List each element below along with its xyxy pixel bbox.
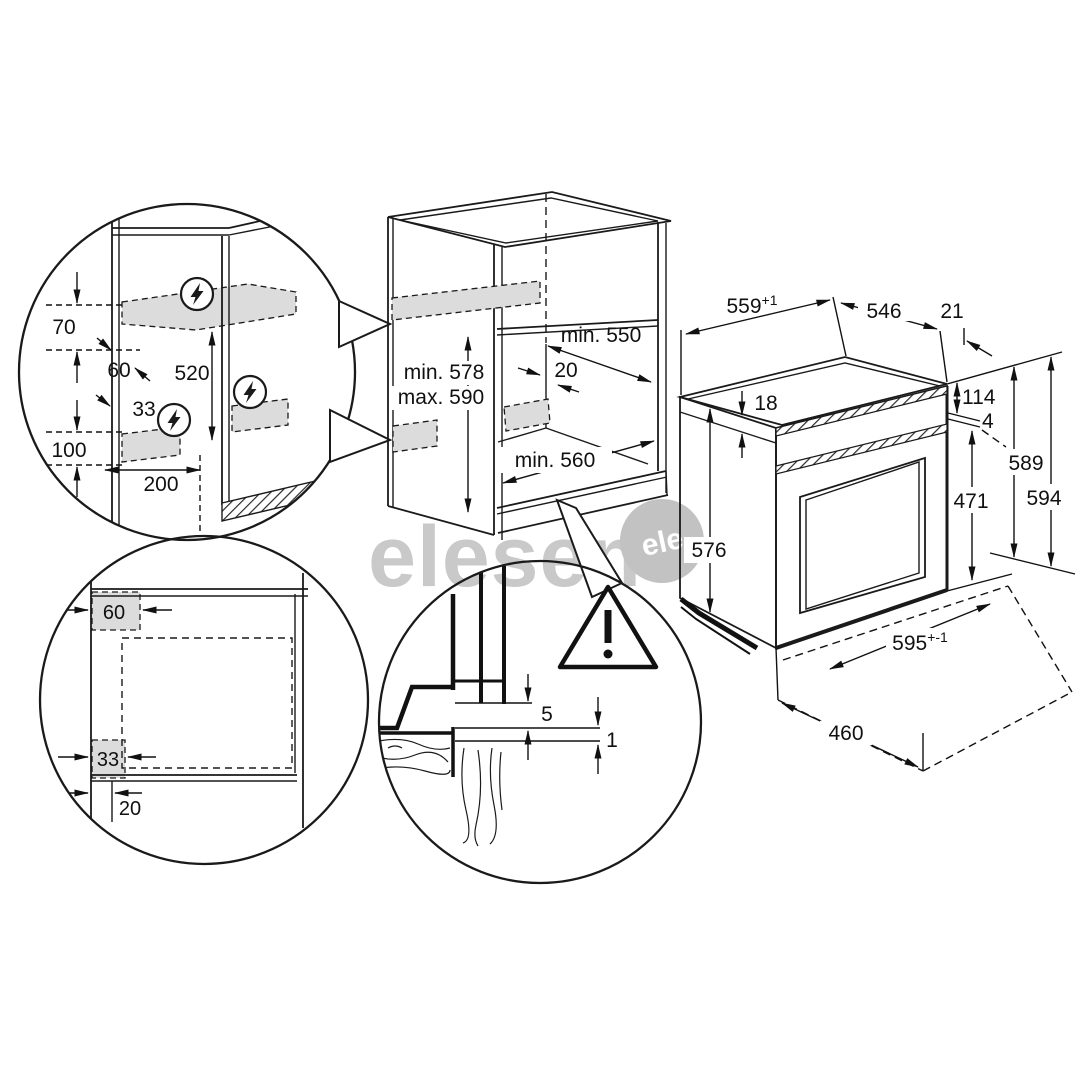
dim-max590-label: max. 590: [398, 386, 484, 409]
dim-595-label: 595+-1: [892, 629, 948, 655]
lightning-icon: [232, 374, 268, 410]
dim-21-label: 21: [940, 300, 963, 323]
detail-circle-corner-outline: [38, 534, 370, 866]
cabinet-zone-upper: [391, 280, 541, 321]
dim-60-label: 60: [107, 359, 130, 382]
dimension-595: 595+-1: [829, 603, 991, 670]
oven-trim-strip-panel: [775, 423, 948, 475]
dim-576-label: 576: [691, 539, 726, 562]
dimension-100: 100: [51, 400, 87, 497]
dimension-70: 70: [52, 272, 81, 383]
corner-dashed-outline: [121, 637, 293, 769]
dim-33-label: 33: [132, 398, 155, 421]
worktop-section-hatch: [221, 478, 325, 522]
dim-559-label: 559+1: [726, 292, 777, 318]
dim-589-label: 589: [1008, 452, 1043, 475]
dimension-4: 4: [982, 410, 994, 433]
dim-594-label: 594: [1026, 487, 1061, 510]
warning-triangle-icon: [557, 584, 659, 670]
oven-drawing: 559+1 546 21 18 576: [676, 292, 1076, 772]
lightning-icon: [179, 276, 215, 312]
wood-grain: [379, 738, 503, 847]
dim-gap-1-label: 1: [606, 729, 618, 752]
dim-corner-33-label: 33: [97, 749, 119, 771]
detail-circle-corner: 60 33 20: [38, 534, 370, 866]
dim-corner-60-label: 60: [103, 602, 125, 624]
cabinet-zone-inner: [503, 398, 551, 432]
dimension-niche-height: min. 578 max. 590: [390, 336, 492, 513]
dimension-60: 60: [96, 337, 151, 382]
detail-circle-electrical: 70 60 520 33 100: [17, 202, 393, 542]
floor-projection: [775, 429, 1073, 772]
dimension-gap-1: 1: [594, 697, 618, 774]
dimension-576: 576: [684, 408, 734, 613]
dimension-200: 200: [104, 466, 201, 496]
mounting-bracket: [379, 566, 506, 777]
dimension-corner-33: 33: [58, 749, 156, 771]
dimension-520: 520: [168, 331, 218, 441]
dim-gap-5-label: 5: [541, 703, 553, 726]
dimension-18: 18: [738, 391, 778, 458]
dim-100-label: 100: [51, 439, 86, 462]
dimension-594: 594: [1021, 356, 1067, 567]
detail-circle-gap-outline: [377, 559, 703, 885]
cabinet-drawing: min. 550 20 min. 578 max. 590 min. 560: [387, 191, 672, 599]
electrical-zone-lower: [121, 426, 181, 463]
dimension-min560: min. 560: [498, 440, 655, 484]
dim-471-label: 471: [953, 490, 988, 513]
dim-min550-label: min. 550: [561, 324, 642, 347]
cabinet-zone-lower: [392, 419, 438, 453]
watermark-badge: ele: [620, 499, 704, 583]
dim-200-label: 200: [143, 473, 178, 496]
cabinet-top-face: [387, 191, 672, 248]
dim-min578-label: min. 578: [404, 361, 485, 384]
corner-zone-60: [91, 591, 141, 631]
dim-70-label: 70: [52, 316, 75, 339]
callout-wedge-lower: [329, 408, 393, 464]
dimension-546: 546: [840, 297, 948, 383]
oven-door-window: [799, 456, 926, 615]
dimension-20-cabinet: 20: [517, 359, 580, 393]
dimension-589: 589: [1003, 366, 1049, 558]
electrical-zone-upper: [121, 283, 297, 331]
dimension-21: 21: [940, 300, 993, 357]
detail-circle-electrical-outline: [17, 202, 357, 542]
dim-20-cabinet-label: 20: [554, 359, 577, 382]
dimension-min550: min. 550: [547, 324, 652, 383]
dim-460-label: 460: [828, 722, 863, 745]
dimension-gap-5: 5: [524, 674, 553, 760]
dim-520-label: 520: [174, 362, 209, 385]
detail-circle-gap: 5 1: [377, 559, 703, 885]
dim-corner-20-label: 20: [119, 798, 141, 820]
dimension-460: 460: [781, 702, 919, 768]
dimension-corner-60: 60: [58, 602, 172, 624]
dim-114-label: 114: [962, 386, 996, 409]
corner-zone-33: [91, 739, 126, 779]
dim-18-label: 18: [754, 392, 777, 415]
dimension-33: 33: [95, 394, 156, 421]
callout-wedge-upper: [338, 299, 393, 349]
oven-foot: [679, 597, 759, 655]
dim-min560-label: min. 560: [515, 449, 596, 472]
dimension-471: 471: [949, 430, 995, 581]
dim-546-label: 546: [866, 300, 901, 323]
dimension-559: 559+1: [680, 292, 847, 395]
dimension-114: 114: [953, 382, 996, 414]
oven-trim-strip-top: [775, 385, 948, 437]
lightning-icon: [156, 402, 192, 438]
dim-4-label: 4: [982, 410, 994, 433]
